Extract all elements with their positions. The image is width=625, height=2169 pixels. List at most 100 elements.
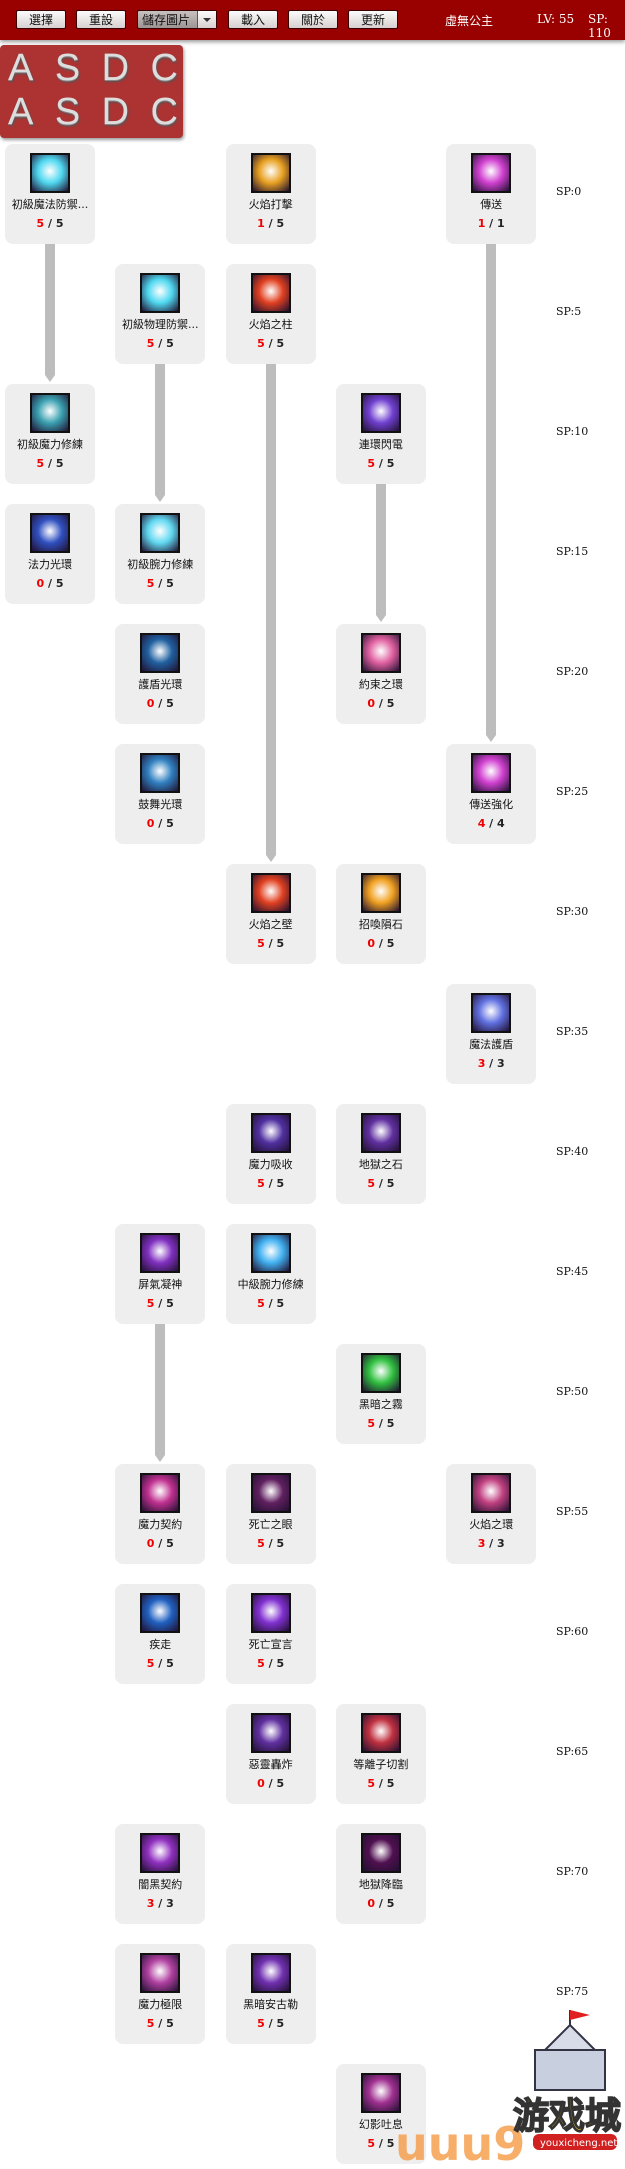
skill-card[interactable]: 招喚隕石 0 / 5: [335, 864, 426, 964]
skill-card[interactable]: 初級物理防禦... 5 / 5: [115, 264, 206, 364]
skill-icon[interactable]: [250, 153, 291, 193]
skill-card[interactable]: 幻影吐息 5 / 5: [335, 2064, 426, 2164]
skill-card[interactable]: 火焰打擊 1 / 5: [225, 144, 316, 244]
skill-card[interactable]: 初級魔法防禦... 5 / 5: [5, 144, 95, 244]
skill-icon[interactable]: [250, 1593, 291, 1633]
skill-card[interactable]: 法力光環 0 / 5: [5, 504, 95, 604]
skill-icon[interactable]: [250, 1233, 291, 1273]
skill-card[interactable]: 連環閃電 5 / 5: [335, 384, 426, 484]
skill-icon[interactable]: [30, 153, 70, 193]
skill-card[interactable]: 惡靈轟炸 0 / 5: [225, 1704, 316, 1804]
skill-icon[interactable]: [360, 1833, 401, 1873]
skill-card[interactable]: 傳送強化 4 / 4: [446, 744, 537, 844]
skill-icon[interactable]: [140, 513, 181, 553]
skill-icon[interactable]: [140, 633, 181, 673]
skill-level: 5 / 5: [36, 217, 64, 230]
skill-card[interactable]: 中級腕力修練 5 / 5: [225, 1224, 316, 1324]
skill-card[interactable]: 魔力吸收 5 / 5: [225, 1104, 316, 1204]
skill-icon[interactable]: [471, 753, 512, 793]
skill-card[interactable]: 等離子切割 5 / 5: [335, 1704, 426, 1804]
sp-tier-label: SP:50: [556, 1385, 589, 1398]
chevron-down-icon[interactable]: [197, 11, 216, 28]
skill-card[interactable]: 火焰之柱 5 / 5: [225, 264, 316, 364]
skill-card[interactable]: 疾走 5 / 5: [115, 1584, 206, 1684]
skill-current-level: 1: [257, 217, 265, 230]
skill-icon[interactable]: [250, 1113, 291, 1153]
skill-card[interactable]: 鼓舞光環 0 / 5: [115, 744, 206, 844]
skill-card[interactable]: 魔力極限 5 / 5: [115, 1944, 206, 2044]
reset-button[interactable]: 重設: [76, 10, 126, 29]
sp-tier-label: SP:70: [556, 1865, 589, 1878]
skill-icon[interactable]: [360, 1353, 401, 1393]
skill-max-level: 5: [166, 1537, 174, 1550]
skill-icon[interactable]: [250, 1713, 291, 1753]
about-button[interactable]: 關於: [288, 10, 338, 29]
skill-card[interactable]: 初級魔力修練 5 / 5: [5, 384, 95, 484]
select-button[interactable]: 選擇: [16, 10, 66, 29]
skill-icon[interactable]: [30, 513, 70, 553]
skill-icon[interactable]: [471, 153, 512, 193]
skill-level: 4 / 4: [477, 817, 505, 830]
skill-card[interactable]: 屏氣凝神 5 / 5: [115, 1224, 206, 1324]
skill-icon[interactable]: [360, 2073, 401, 2113]
update-button[interactable]: 更新: [348, 10, 398, 29]
skill-current-level: 5: [36, 457, 45, 470]
skill-current-level: 5: [257, 1657, 265, 1670]
skill-max-level: 5: [386, 2137, 395, 2150]
skill-card[interactable]: 魔力契約 0 / 5: [115, 1464, 206, 1564]
sp-total-readout: SP: 110: [588, 12, 611, 40]
skill-icon[interactable]: [360, 1713, 401, 1753]
skill-icon[interactable]: [140, 1833, 181, 1873]
skill-name: 招喚隕石: [358, 918, 403, 931]
skill-icon[interactable]: [250, 1473, 291, 1513]
skill-icon[interactable]: [140, 1473, 181, 1513]
skill-card[interactable]: 黑暗之霧 5 / 5: [335, 1344, 426, 1444]
logo-letter: D: [101, 47, 130, 89]
skill-icon[interactable]: [360, 633, 401, 673]
skill-card[interactable]: 地獄之石 5 / 5: [335, 1104, 426, 1204]
skill-current-level: 5: [367, 1177, 376, 1190]
skill-icon[interactable]: [250, 1953, 291, 1993]
skill-card[interactable]: 地獄降臨 0 / 5: [335, 1824, 426, 1924]
skill-card[interactable]: 闇黑契約 3 / 3: [115, 1824, 206, 1924]
skill-level: 5 / 5: [257, 1657, 285, 1670]
skill-card[interactable]: 傳送 1 / 1: [446, 144, 537, 244]
skill-max-level: 5: [386, 937, 395, 950]
skill-name: 約束之環: [358, 678, 403, 691]
skill-icon[interactable]: [140, 753, 181, 793]
skill-icon[interactable]: [140, 1233, 181, 1273]
skill-card[interactable]: 約束之環 0 / 5: [335, 624, 426, 724]
skill-card[interactable]: 火焰之環 3 / 3: [446, 1464, 537, 1564]
skill-card[interactable]: 初級腕力修練 5 / 5: [115, 504, 206, 604]
skill-icon[interactable]: [360, 873, 401, 913]
skill-name: 魔力吸收: [248, 1158, 293, 1171]
skill-card[interactable]: 火焰之壁 5 / 5: [225, 864, 316, 964]
skill-card[interactable]: 魔法護盾 3 / 3: [446, 984, 537, 1084]
skill-max-level: 5: [276, 937, 285, 950]
skill-card[interactable]: 死亡之眼 5 / 5: [225, 1464, 316, 1564]
skill-level: 5 / 5: [146, 2017, 174, 2030]
skill-level: 5 / 5: [367, 1777, 395, 1790]
skill-icon[interactable]: [471, 993, 512, 1033]
skill-icon[interactable]: [140, 1593, 181, 1633]
skill-icon[interactable]: [360, 393, 401, 433]
skill-max-level: 5: [166, 337, 174, 350]
skill-icon[interactable]: [471, 1473, 512, 1513]
skill-icon[interactable]: [250, 273, 291, 313]
skill-card[interactable]: 護盾光環 0 / 5: [115, 624, 206, 724]
skill-name: 地獄降臨: [358, 1878, 403, 1891]
skill-icon[interactable]: [30, 393, 70, 433]
skill-icon[interactable]: [360, 1113, 401, 1153]
skill-name: 魔法護盾: [469, 1038, 514, 1051]
skill-card[interactable]: 死亡宣言 5 / 5: [225, 1584, 316, 1684]
skill-level: 5 / 5: [36, 457, 64, 470]
skill-card[interactable]: 黑暗安古勒 5 / 5: [225, 1944, 316, 2044]
load-button[interactable]: 載入: [228, 10, 278, 29]
skill-icon[interactable]: [250, 873, 291, 913]
skill-level: 5 / 5: [257, 2017, 285, 2030]
skill-icon[interactable]: [140, 1953, 181, 1993]
skill-icon[interactable]: [140, 273, 181, 313]
save-image-button[interactable]: 儲存圖片: [137, 10, 217, 29]
skill-level: 0 / 5: [367, 1897, 395, 1910]
skill-name: 幻影吐息: [358, 2118, 403, 2131]
